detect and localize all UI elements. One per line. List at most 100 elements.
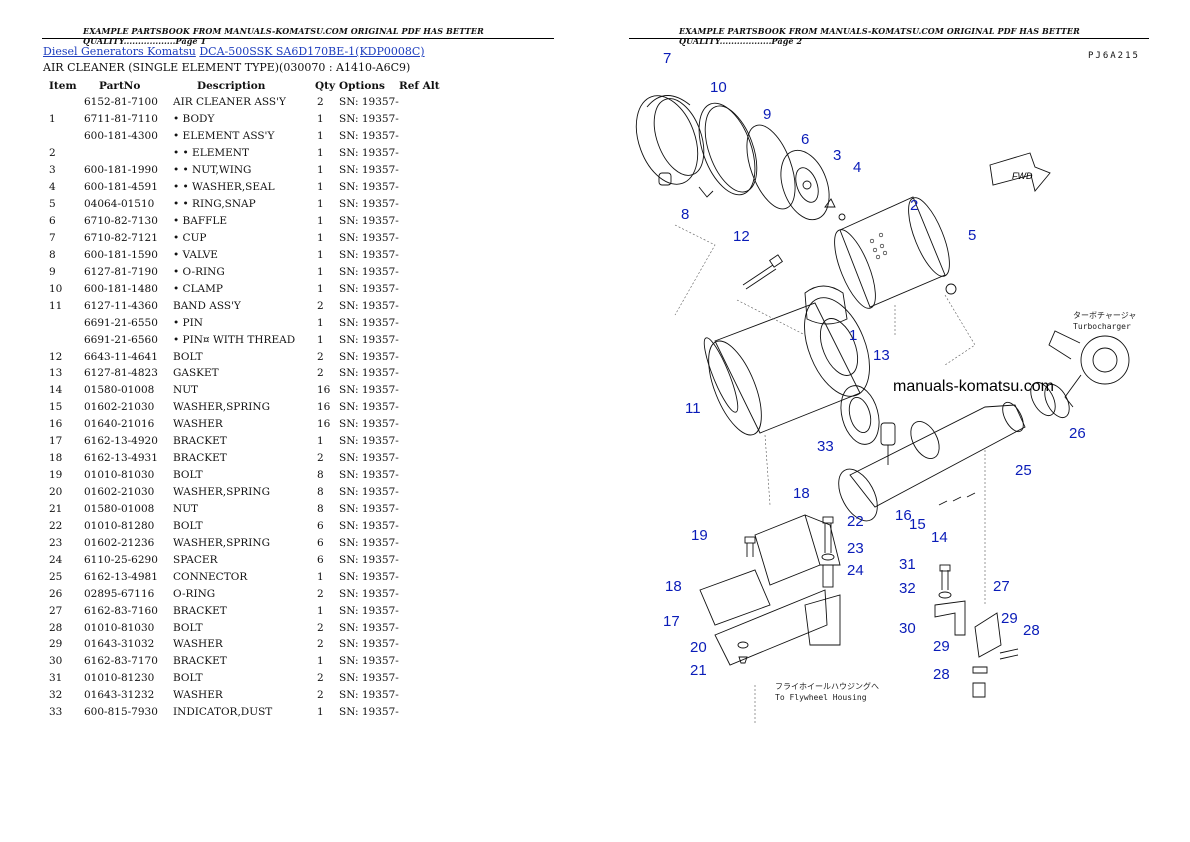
cell-part-number: 6691-21-6560 [84, 333, 158, 346]
callout-27: 27 [993, 578, 1010, 595]
callout-28: 28 [1023, 622, 1040, 639]
cell-options: SN: 19357- [339, 519, 399, 532]
page-header: EXAMPLE PARTSBOOK FROM MANUALS-KOMATSU.C… [679, 26, 1080, 46]
cell-item-number: 13 [49, 367, 63, 380]
cell-options: SN: 19357- [339, 181, 399, 194]
cell-ref-alt [399, 263, 440, 280]
breadcrumb-link-category[interactable]: Diesel Generators Komatsu [43, 45, 196, 58]
cell-part-number: 01580-01008 [84, 502, 155, 515]
cell-part-number: 01602-21236 [84, 536, 155, 549]
cell-quantity: 6 [317, 553, 324, 566]
cell-ref-alt [399, 179, 440, 196]
callout-24: 24 [847, 562, 864, 579]
fwd-label: FWD [1012, 171, 1033, 181]
cell-part-number: 6643-11-4641 [84, 350, 158, 363]
cell-part-number: 6162-13-4920 [84, 435, 158, 448]
callout-33: 33 [817, 438, 834, 455]
cell-part-number: 6152-81-7100 [84, 96, 158, 109]
cell-description: • O-RING [173, 265, 225, 278]
cell-item-number: 24 [49, 553, 63, 566]
breadcrumb-link-model[interactable]: DCA-500SSK SA6D170BE-1(KDP0008C) [199, 45, 425, 58]
cell-ref-alt [399, 94, 440, 111]
cell-description: • • ELEMENT [173, 147, 249, 160]
cell-options: SN: 19357- [339, 96, 399, 109]
callout-26: 26 [1069, 425, 1086, 442]
callout-28: 28 [933, 666, 950, 683]
cell-quantity: 2 [317, 350, 324, 363]
cell-ref-alt [399, 433, 440, 450]
cell-ref-alt [399, 670, 440, 687]
parts-table: Item PartNo Description Qty Options Ref … [43, 77, 440, 721]
cell-item-number: 26 [49, 587, 63, 600]
page-2: EXAMPLE PARTSBOOK FROM MANUALS-KOMATSU.C… [595, 0, 1190, 842]
cell-options: SN: 19357- [339, 231, 399, 244]
cell-quantity: 2 [317, 638, 324, 651]
cell-quantity: 1 [317, 570, 324, 583]
cell-options: SN: 19357- [339, 452, 399, 465]
cell-item-number: 12 [49, 350, 63, 363]
callout-17: 17 [663, 613, 680, 630]
cell-quantity: 1 [317, 130, 324, 143]
turbocharger-label-jp: ターボチャージャ [1073, 311, 1136, 320]
cell-options: SN: 19357- [339, 672, 399, 685]
flywheel-label: To Flywheel Housing [775, 693, 867, 702]
cell-item-number: 33 [49, 706, 63, 719]
cell-options: SN: 19357- [339, 689, 399, 702]
cell-ref-alt [399, 331, 440, 348]
cell-ref-alt [399, 365, 440, 382]
cell-item-number: 15 [49, 401, 63, 414]
cell-part-number: 01580-01008 [84, 384, 155, 397]
cell-options: SN: 19357- [339, 147, 399, 160]
cell-part-number: 6691-21-6550 [84, 316, 158, 329]
cell-description: BRACKET [173, 604, 227, 617]
cell-options: SN: 19357- [339, 502, 399, 515]
cell-ref-alt [399, 399, 440, 416]
cell-part-number: 01640-21016 [84, 418, 155, 431]
cell-item-number: 6 [49, 215, 56, 228]
cell-item-number: 17 [49, 435, 63, 448]
cell-part-number: 6711-81-7110 [84, 113, 158, 126]
cell-part-number: 01643-31032 [84, 638, 155, 651]
cell-options: SN: 19357- [339, 198, 399, 211]
cell-description: • CLAMP [173, 282, 223, 295]
cell-options: SN: 19357- [339, 418, 399, 431]
cell-description: • BAFFLE [173, 215, 228, 228]
cell-description: • BODY [173, 113, 215, 126]
callout-20: 20 [690, 639, 707, 656]
cell-options: SN: 19357- [339, 265, 399, 278]
cell-part-number [84, 145, 173, 162]
cell-part-number: 01010-81030 [84, 621, 155, 634]
cell-ref-alt [399, 196, 440, 213]
cell-quantity: 2 [317, 672, 324, 685]
cell-quantity: 1 [317, 147, 324, 160]
callout-18: 18 [665, 578, 682, 595]
cell-ref-alt [399, 111, 440, 128]
cell-ref-alt [399, 534, 440, 551]
cell-ref-alt [399, 636, 440, 653]
cell-item-number: 30 [49, 655, 63, 668]
page-1: EXAMPLE PARTSBOOK FROM MANUALS-KOMATSU.C… [42, 26, 554, 721]
cell-part-number: 600-181-1480 [84, 282, 158, 295]
page-header: EXAMPLE PARTSBOOK FROM MANUALS-KOMATSU.C… [83, 26, 484, 46]
cell-part-number: 6127-81-4823 [84, 367, 158, 380]
cell-item-number: 8 [49, 248, 56, 261]
cell-options: SN: 19357- [339, 553, 399, 566]
cell-ref-alt [399, 687, 440, 704]
cell-item-number: 2 [49, 147, 56, 160]
callout-7: 7 [663, 50, 671, 67]
cell-item-number: 31 [49, 672, 63, 685]
